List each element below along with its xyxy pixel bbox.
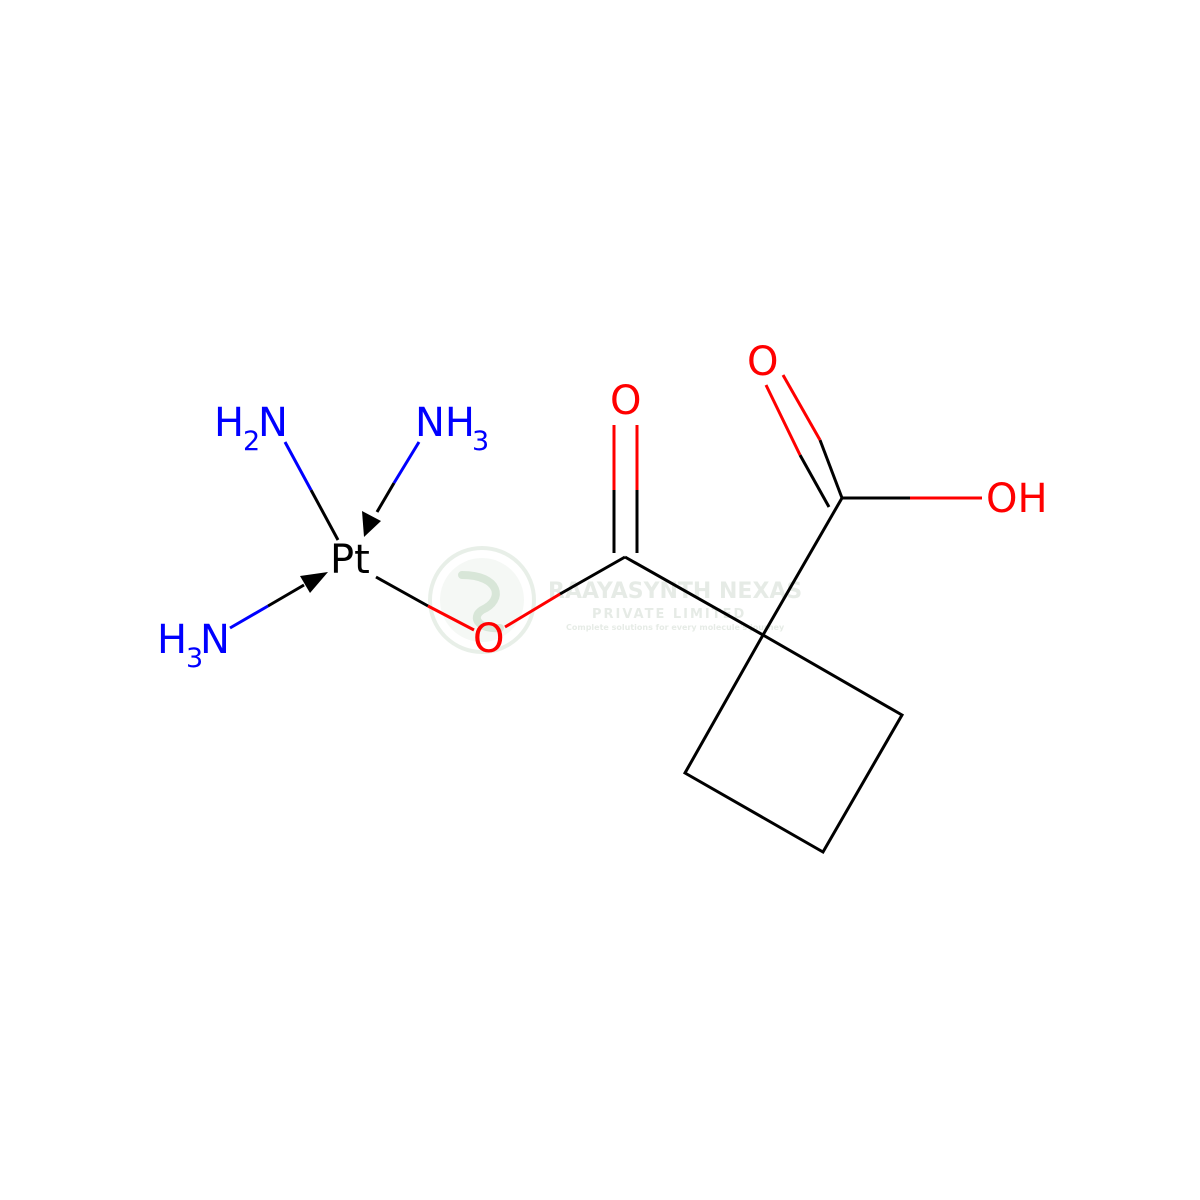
nh3-left-sub: 3	[186, 643, 203, 674]
watermark: RAAYASYNTH NEXAS PRIVATE LIMITED Complet…	[428, 546, 802, 654]
atom-nh3-left: H 3 N	[157, 617, 230, 674]
nh3-left-h: H	[157, 617, 187, 663]
bond-dative-nh3-top	[362, 441, 421, 537]
cyclobutane-ring	[682, 632, 905, 855]
atom-nh2-top-left: H 2 N	[214, 400, 288, 457]
bond-o-c	[504, 555, 626, 629]
bond-c-cq	[624, 555, 764, 637]
dative-arrowhead-left	[300, 572, 328, 593]
nh2-h: H	[214, 400, 244, 446]
atom-o-carbonyl-1: O	[610, 378, 641, 424]
nh2-n: N	[258, 400, 288, 446]
watermark-tagline: Complete solutions for every molecule's …	[566, 623, 785, 632]
nh3-top-sub: 3	[472, 426, 489, 457]
atom-o-carbonyl-2: O	[747, 339, 778, 385]
watermark-company-name: RAAYASYNTH NEXAS	[548, 579, 802, 604]
watermark-logo	[428, 546, 536, 654]
bond-c-double-o-2	[764, 374, 844, 508]
atom-o-bridge: O	[473, 616, 504, 662]
bond-dative-nh3-left	[229, 572, 328, 630]
nh3-left-n: N	[200, 617, 230, 663]
bond-c-double-o-1	[612, 425, 639, 553]
bond-pt-n-top-left	[283, 441, 340, 541]
atom-nh3-top-right: NH 3	[415, 400, 489, 457]
nh2-sub: 2	[243, 426, 260, 457]
bond-cq-cacid	[761, 497, 844, 636]
nh3-top-n: NH	[415, 400, 475, 446]
bond-pt-o	[375, 575, 475, 632]
atom-oh: OH	[986, 476, 1048, 522]
watermark-line2: PRIVATE LIMITED	[592, 607, 746, 622]
atom-pt: Pt	[330, 537, 370, 583]
dative-arrowhead-top	[362, 511, 381, 537]
